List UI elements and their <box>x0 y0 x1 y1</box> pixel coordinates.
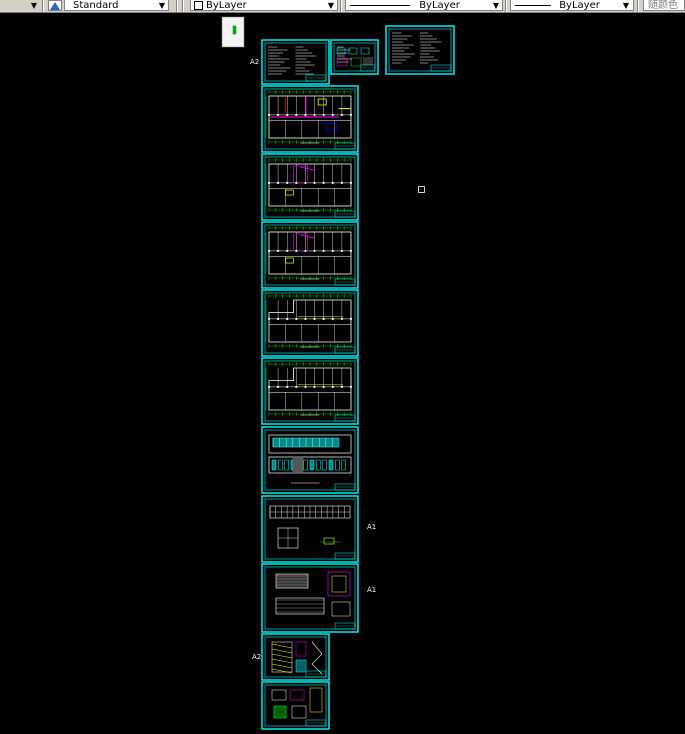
chevron-down-icon[interactable]: ▼ <box>492 1 500 10</box>
properties-toolbar: ▼ Standard ▼ ByLayer ▼ ByLayer ▼ ByLayer… <box>0 0 685 13</box>
toolbar-separator <box>182 0 184 12</box>
lineweight-control-dropdown[interactable]: ByLayer <box>510 0 634 11</box>
floor-plan-4[interactable] <box>261 289 359 357</box>
floor-plan-2[interactable] <box>261 153 359 221</box>
toolbar-separator <box>42 0 44 12</box>
chevron-down-icon[interactable]: ▼ <box>327 1 335 10</box>
sheet-size-label: A1 <box>367 523 377 531</box>
sheet-size-label: A2 <box>252 653 262 661</box>
text-style-icon[interactable] <box>48 0 62 11</box>
page-thumbnail-icon[interactable] <box>221 16 245 48</box>
elevation-sheet[interactable] <box>261 426 359 494</box>
chevron-down-icon[interactable]: ▼ <box>158 1 166 10</box>
lineweight-preview <box>515 4 551 6</box>
chevron-down-icon[interactable]: ▼ <box>30 1 38 10</box>
stair-detail-sheet[interactable] <box>261 633 330 681</box>
detail-sheet-2[interactable] <box>261 681 330 730</box>
linetype-control-dropdown[interactable]: ByLayer <box>345 0 503 11</box>
plot-style-dropdown[interactable]: 随颜色 <box>643 0 685 11</box>
color-control-dropdown[interactable]: ByLayer <box>190 0 338 11</box>
linetype-preview <box>350 4 410 6</box>
toolbar-separator <box>637 0 639 12</box>
toolbar-separator <box>505 0 507 12</box>
legend-sheet[interactable] <box>330 39 379 75</box>
color-swatch-icon <box>194 0 203 10</box>
plot-style-value: 随颜色 <box>648 0 678 11</box>
color-control-value: ByLayer <box>206 0 247 11</box>
toolbar-separator <box>340 0 342 12</box>
floor-plan-1[interactable] <box>261 85 359 153</box>
cover-sheet[interactable] <box>261 39 330 85</box>
sheet-size-label: A2 <box>250 58 260 66</box>
roof-plan[interactable] <box>261 357 359 425</box>
text-style-dropdown[interactable]: Standard <box>64 0 169 11</box>
sheet-size-label: A1 <box>367 586 377 594</box>
pickbox-cursor-icon <box>418 186 425 193</box>
detail-sheet-1[interactable] <box>261 563 359 633</box>
drawing-area[interactable] <box>0 13 685 734</box>
text-style-value: Standard <box>73 0 119 11</box>
floor-plan-3[interactable] <box>261 221 359 289</box>
linetype-value: ByLayer <box>419 0 460 11</box>
section-sheet[interactable] <box>261 495 359 563</box>
notes-sheet-right[interactable] <box>385 25 455 75</box>
lineweight-value: ByLayer <box>559 0 600 11</box>
chevron-down-icon[interactable]: ▼ <box>622 1 630 10</box>
drawing-canvas[interactable]: A2 A1 A1 A2 <box>0 13 685 734</box>
toolbar-separator <box>176 0 178 12</box>
